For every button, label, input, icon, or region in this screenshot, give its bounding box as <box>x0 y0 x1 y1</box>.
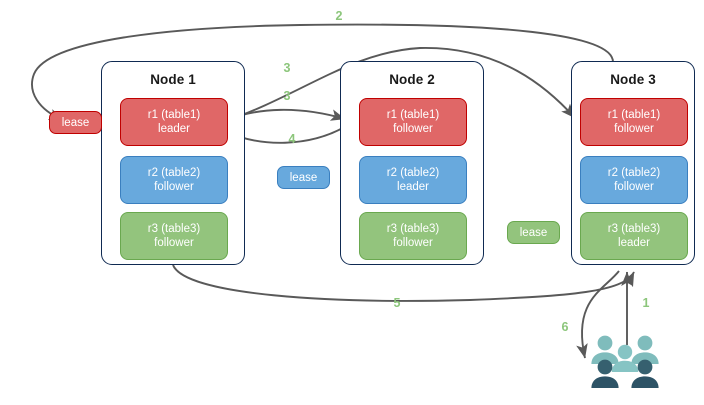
step-label-6: 6 <box>561 320 569 334</box>
replica-node1-r1[interactable]: r1 (table1) leader <box>120 98 228 146</box>
node-box-node1[interactable]: Node 1 r1 (table1) leader r2 (table2) fo… <box>101 61 245 265</box>
lease-label: lease <box>61 116 90 129</box>
replica-node2-r3[interactable]: r3 (table3) follower <box>359 212 467 260</box>
step-label-3b: 3 <box>283 89 291 103</box>
replica-node3-r3[interactable]: r3 (table3) leader <box>580 212 688 260</box>
replica-node3-r2[interactable]: r2 (table2) follower <box>580 156 688 204</box>
replica-role: follower <box>614 123 654 135</box>
step-label-4: 4 <box>288 132 296 146</box>
replica-name: r1 (table1) <box>386 109 440 121</box>
node-box-node3[interactable]: Node 3 r1 (table1) follower r2 (table2) … <box>571 61 695 265</box>
replica-node1-r2[interactable]: r2 (table2) follower <box>120 156 228 204</box>
node-title-node2: Node 2 <box>389 72 435 87</box>
replica-role: leader <box>618 237 650 249</box>
replica-name: r3 (table3) <box>147 223 201 235</box>
lease-label: lease <box>289 171 318 184</box>
step-label-3a: 3 <box>283 61 291 75</box>
replica-name: r3 (table3) <box>386 223 440 235</box>
replica-node2-r2[interactable]: r2 (table2) leader <box>359 156 467 204</box>
replica-role: follower <box>154 181 194 193</box>
replica-name: r2 (table2) <box>147 167 201 179</box>
people-group-icon <box>591 335 659 388</box>
replica-name: r2 (table2) <box>386 167 440 179</box>
replica-node2-r1[interactable]: r1 (table1) follower <box>359 98 467 146</box>
replica-node3-r1[interactable]: r1 (table1) follower <box>580 98 688 146</box>
replica-role: follower <box>393 237 433 249</box>
lease-label: lease <box>519 226 548 239</box>
replica-role: follower <box>614 181 654 193</box>
replica-role: follower <box>393 123 433 135</box>
step-label-2: 2 <box>335 9 343 23</box>
node-title-node1: Node 1 <box>150 72 196 87</box>
lease-badge-r1[interactable]: lease <box>49 111 102 134</box>
replica-name: r1 (table1) <box>147 109 201 121</box>
step-label-1: 1 <box>642 296 650 310</box>
replica-name: r1 (table1) <box>607 109 661 121</box>
node-title-node3: Node 3 <box>610 72 656 87</box>
replica-name: r3 (table3) <box>607 223 661 235</box>
step-label-5: 5 <box>393 296 401 310</box>
replica-role: leader <box>158 123 190 135</box>
replica-name: r2 (table2) <box>607 167 661 179</box>
lease-badge-r2[interactable]: lease <box>277 166 330 189</box>
replica-role: follower <box>154 237 194 249</box>
lease-badge-r3[interactable]: lease <box>507 221 560 244</box>
replica-role: leader <box>397 181 429 193</box>
replica-node1-r3[interactable]: r3 (table3) follower <box>120 212 228 260</box>
node-box-node2[interactable]: Node 2 r1 (table1) follower r2 (table2) … <box>340 61 484 265</box>
